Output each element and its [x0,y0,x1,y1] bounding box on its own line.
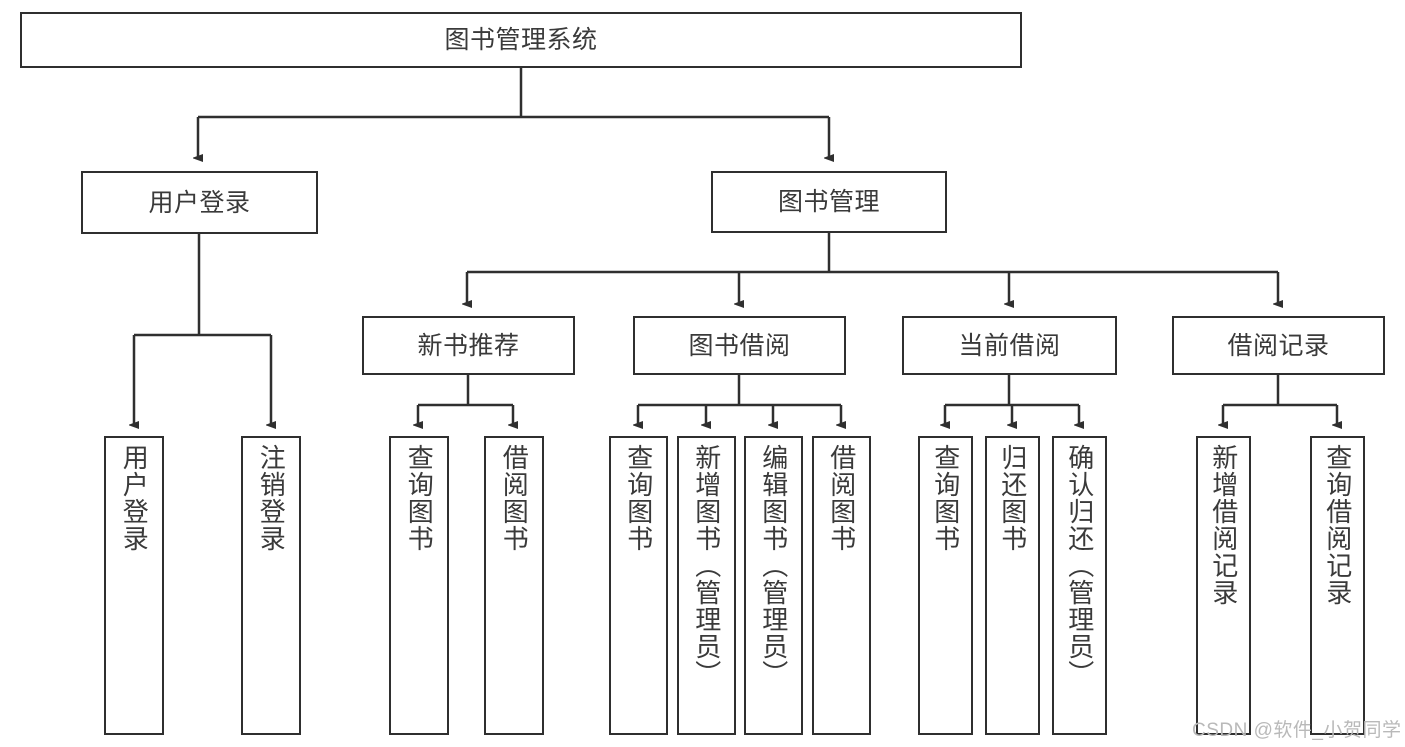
leaf-borrow-book-recommend[interactable]: 借阅图书 [484,436,544,735]
node-label: 编辑图书（管理员） [758,444,789,687]
leaf-query-borrow-record[interactable]: 查询借阅记录 [1310,436,1365,735]
leaf-borrow-book[interactable]: 借阅图书 [812,436,871,735]
node-borrow-record[interactable]: 借阅记录 [1172,316,1385,375]
leaf-add-book-admin[interactable]: 新增图书（管理员） [677,436,736,735]
node-label: 图书借阅 [688,331,791,360]
node-book-borrow[interactable]: 图书借阅 [633,316,846,375]
node-label: 新增借阅记录 [1208,444,1239,606]
node-label: 图书管理系统 [444,26,598,54]
leaf-query-book-borrow[interactable]: 查询图书 [609,436,668,735]
node-label: 用户登录 [148,188,251,217]
leaf-user-login[interactable]: 用户登录 [104,436,164,735]
leaf-query-book-recommend[interactable]: 查询图书 [389,436,449,735]
node-label: 借阅图书 [499,444,530,552]
node-root-system[interactable]: 图书管理系统 [20,12,1022,68]
node-label: 查询图书 [404,444,435,552]
leaf-confirm-return-admin[interactable]: 确认归还（管理员） [1052,436,1107,735]
node-label: 用户登录 [119,444,150,552]
node-label: 当前借阅 [958,331,1061,360]
node-user-login[interactable]: 用户登录 [81,171,318,234]
node-label: 图书管理 [777,188,880,216]
node-label: 确认归还（管理员） [1064,444,1095,687]
node-label: 注销登录 [256,444,287,552]
node-label: 新书推荐 [417,331,520,360]
node-current-borrow[interactable]: 当前借阅 [902,316,1117,375]
node-label: 查询图书 [930,444,961,552]
leaf-query-book-current[interactable]: 查询图书 [918,436,973,735]
node-book-management[interactable]: 图书管理 [711,171,947,233]
leaf-logout-login[interactable]: 注销登录 [241,436,301,735]
node-label: 查询借阅记录 [1322,444,1353,606]
node-label: 借阅图书 [826,444,857,552]
leaf-add-borrow-record[interactable]: 新增借阅记录 [1196,436,1251,735]
node-new-book-recommend[interactable]: 新书推荐 [362,316,575,375]
leaf-edit-book-admin[interactable]: 编辑图书（管理员） [744,436,803,735]
node-label: 新增图书（管理员） [691,444,722,687]
csdn-watermark: CSDN @软件_小贺同学 [1192,720,1402,741]
node-label: 归还图书 [997,444,1028,552]
node-label: 借阅记录 [1227,331,1330,360]
leaf-return-book[interactable]: 归还图书 [985,436,1040,735]
node-label: 查询图书 [623,444,654,552]
